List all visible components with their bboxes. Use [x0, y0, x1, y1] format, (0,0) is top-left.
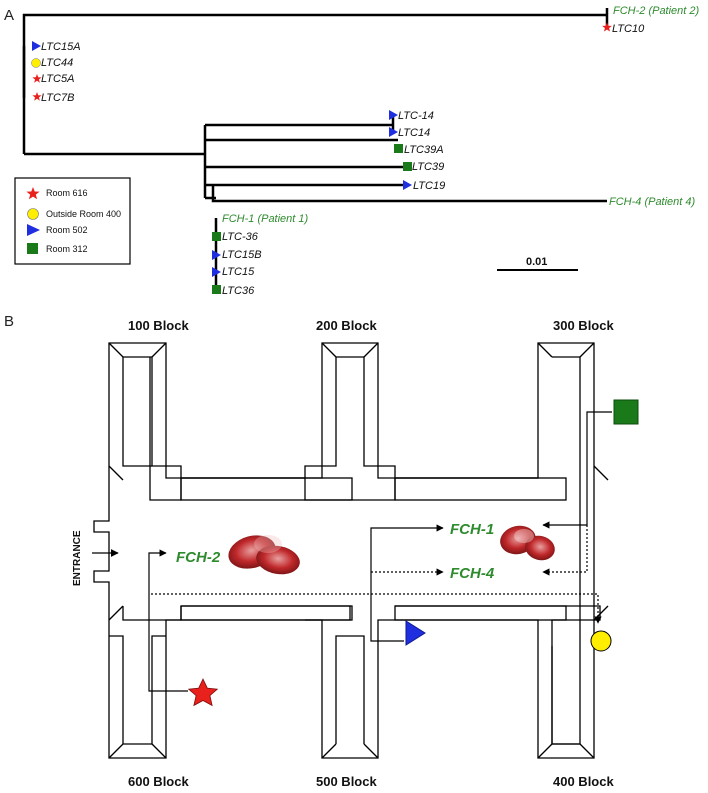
panel-b: B 100 Block 200 Block 300 Block 600 Bloc… [4, 313, 639, 789]
bottom-corridor-wall [109, 605, 601, 745]
panel-a-letter: A [4, 7, 14, 24]
star-marker-ltc7b [32, 92, 42, 101]
arrow-room-312-to-fch4 [542, 525, 588, 576]
block-label-600: 600 Block [128, 774, 189, 789]
taxon-fch2: FCH-2 (Patient 2) [613, 5, 700, 17]
legend-circle-icon [27, 208, 39, 220]
arrow-room-616-to-fch2 [148, 549, 188, 692]
square-marker-ltc36 [212, 285, 221, 294]
patient-fch1-label: FCH-1 [450, 521, 494, 538]
triangle-marker-ltc14 [389, 127, 398, 137]
room-616-star-marker [187, 678, 219, 707]
triangle-marker-ltc-14 [389, 110, 398, 120]
corner-bevels [108, 342, 609, 759]
central-wall-lower-left [180, 605, 353, 621]
triangle-marker-ltc15 [212, 267, 221, 277]
central-wall-upper-left [180, 477, 353, 501]
taxon-ltc15b: LTC15B [222, 249, 262, 261]
panel-b-letter: B [4, 313, 14, 330]
legend-square-icon [27, 243, 38, 254]
block-label-500: 500 Block [316, 774, 377, 789]
legend-triangle-icon [27, 224, 40, 236]
pathogen-cells-right [500, 525, 555, 561]
block-label-200: 200 Block [316, 318, 377, 333]
triangle-marker-ltc19 [403, 180, 412, 190]
triangle-marker-ltc15b [212, 250, 221, 260]
legend-room-502: Room 502 [46, 225, 88, 235]
scale-bar: 0.01 [497, 256, 578, 271]
square-marker-ltc39a [394, 144, 403, 153]
taxon-ltc5a: LTC5A [41, 73, 74, 85]
entrance-label: ENTRANCE [72, 530, 83, 586]
scale-bar-label: 0.01 [526, 256, 547, 268]
triangle-marker-ltc15a [32, 41, 41, 51]
legend-outside-room-400: Outside Room 400 [46, 209, 121, 219]
taxon-ltc19: LTC19 [413, 180, 445, 192]
taxon-fch4: FCH-4 (Patient 4) [609, 196, 696, 208]
tip-markers [31, 22, 612, 294]
taxon-ltc7b: LTC7B [41, 92, 74, 104]
central-wall-lower-right [394, 605, 567, 621]
room-312-square-marker [613, 399, 639, 425]
taxon-ltc14: LTC14 [398, 127, 430, 139]
arrow-room-312-to-fch1 [542, 411, 612, 529]
block-label-400: 400 Block [553, 774, 614, 789]
transmission-arrows [148, 411, 612, 692]
room-502-triangle-marker [405, 620, 426, 646]
taxon-fch1: FCH-1 (Patient 1) [222, 213, 309, 225]
star-marker-ltc10 [602, 22, 612, 32]
taxa-labels: FCH-2 (Patient 2) LTC10 LTC15A LTC44 LTC… [41, 5, 700, 297]
block-label-100: 100 Block [128, 318, 189, 333]
legend-room-312: Room 312 [46, 244, 88, 254]
circle-marker-ltc44 [31, 58, 41, 68]
taxon-ltc39a: LTC39A [404, 144, 444, 156]
arrow-to-outside-room-400 [151, 593, 602, 624]
arrow-room-502-to-fch1 [370, 524, 444, 642]
taxon-ltc39: LTC39 [412, 161, 444, 173]
taxon-ltc15: LTC15 [222, 266, 255, 278]
taxon-ltc44: LTC44 [41, 57, 73, 69]
legend: Room 616 Outside Room 400 Room 502 Room … [14, 177, 131, 265]
taxon-ltc15a: LTC15A [41, 41, 81, 53]
taxon-ltc-14: LTC-14 [398, 110, 434, 122]
pathogen-cells-left [228, 535, 300, 575]
legend-star-icon [26, 187, 40, 200]
central-wall-upper-right [394, 477, 567, 501]
top-corridor-wall [122, 357, 538, 479]
taxon-ltc36: LTC36 [222, 285, 255, 297]
floor-plan [93, 342, 609, 759]
taxon-ltc-36: LTC-36 [222, 231, 259, 243]
legend-room-616: Room 616 [46, 188, 88, 198]
patient-fch4-label: FCH-4 [450, 565, 495, 582]
patient-fch2-label: FCH-2 [176, 549, 221, 566]
panel-a: A FCH-2 (Patient 2) LTC10 LTC15A LTC44 L… [4, 5, 700, 297]
taxon-ltc10: LTC10 [612, 23, 645, 35]
star-marker-ltc5a [32, 74, 42, 83]
block-label-300: 300 Block [553, 318, 614, 333]
square-marker-ltc39 [403, 162, 412, 171]
outside-room-400-circle-marker [590, 630, 612, 652]
square-marker-ltc-36 [212, 232, 221, 241]
